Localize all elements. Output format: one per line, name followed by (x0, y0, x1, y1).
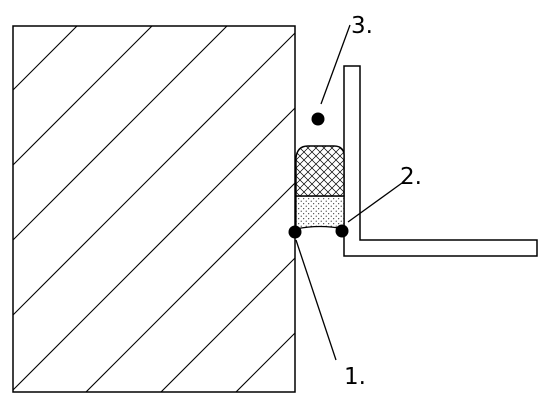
label-2: 2. (400, 164, 422, 190)
leader-line-1 (295, 239, 337, 361)
backer-rod (295, 195, 345, 230)
label-3: 3. (351, 13, 373, 39)
sealant-bead (295, 145, 345, 197)
label-1: 1. (344, 364, 366, 390)
marker-dot-left (288, 225, 302, 239)
marker-dot-top (311, 112, 325, 126)
angle-profile (343, 65, 538, 257)
leader-line-3 (320, 24, 351, 105)
leader-line-2 (347, 182, 403, 223)
marker-dot-right (335, 224, 349, 238)
substrate-wall (12, 25, 296, 393)
